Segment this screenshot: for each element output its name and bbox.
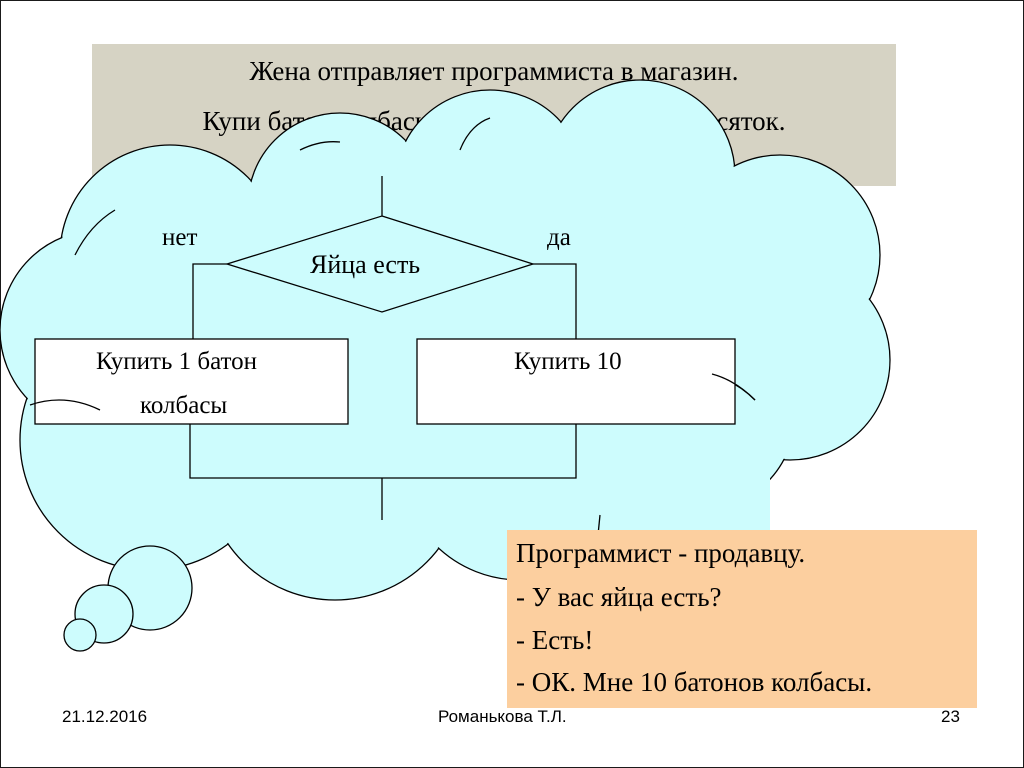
dialog-line-1: Программист - продавцу. (516, 538, 806, 568)
yes-label: да (547, 224, 571, 251)
no-branch-line (192, 263, 227, 339)
dialog-line-2: - У вас яйца есть? (516, 582, 722, 612)
footer-date: 21.12.2016 (62, 707, 148, 726)
yes-branch-box (416, 338, 736, 425)
flowchart (34, 176, 736, 520)
yes-branch-line (533, 263, 577, 339)
cloud-edge-left (29, 399, 101, 411)
dialog-line-3: - Есть! (516, 625, 594, 655)
no-branch-text-1: Купить 1 батон (96, 348, 258, 375)
condition-label: Яйца есть (310, 250, 421, 279)
footer-page-number: 23 (941, 707, 960, 726)
thought-bubbles (63, 545, 193, 652)
dialog-box: Программист - продавцу. - У вас яйца ест… (507, 530, 977, 708)
no-label: нет (162, 224, 198, 251)
dialog-line-4: - ОК. Мне 10 батонов колбасы. (516, 667, 873, 697)
no-branch-text-2: колбасы (140, 392, 228, 419)
footer-author: Романькова Т.Л. (438, 707, 567, 726)
merge-line (189, 424, 577, 479)
cloud-edge-over-box (711, 373, 756, 401)
yes-branch-text: Купить 10 (514, 348, 622, 375)
decision-diamond (224, 215, 536, 313)
no-branch-box (34, 338, 349, 425)
